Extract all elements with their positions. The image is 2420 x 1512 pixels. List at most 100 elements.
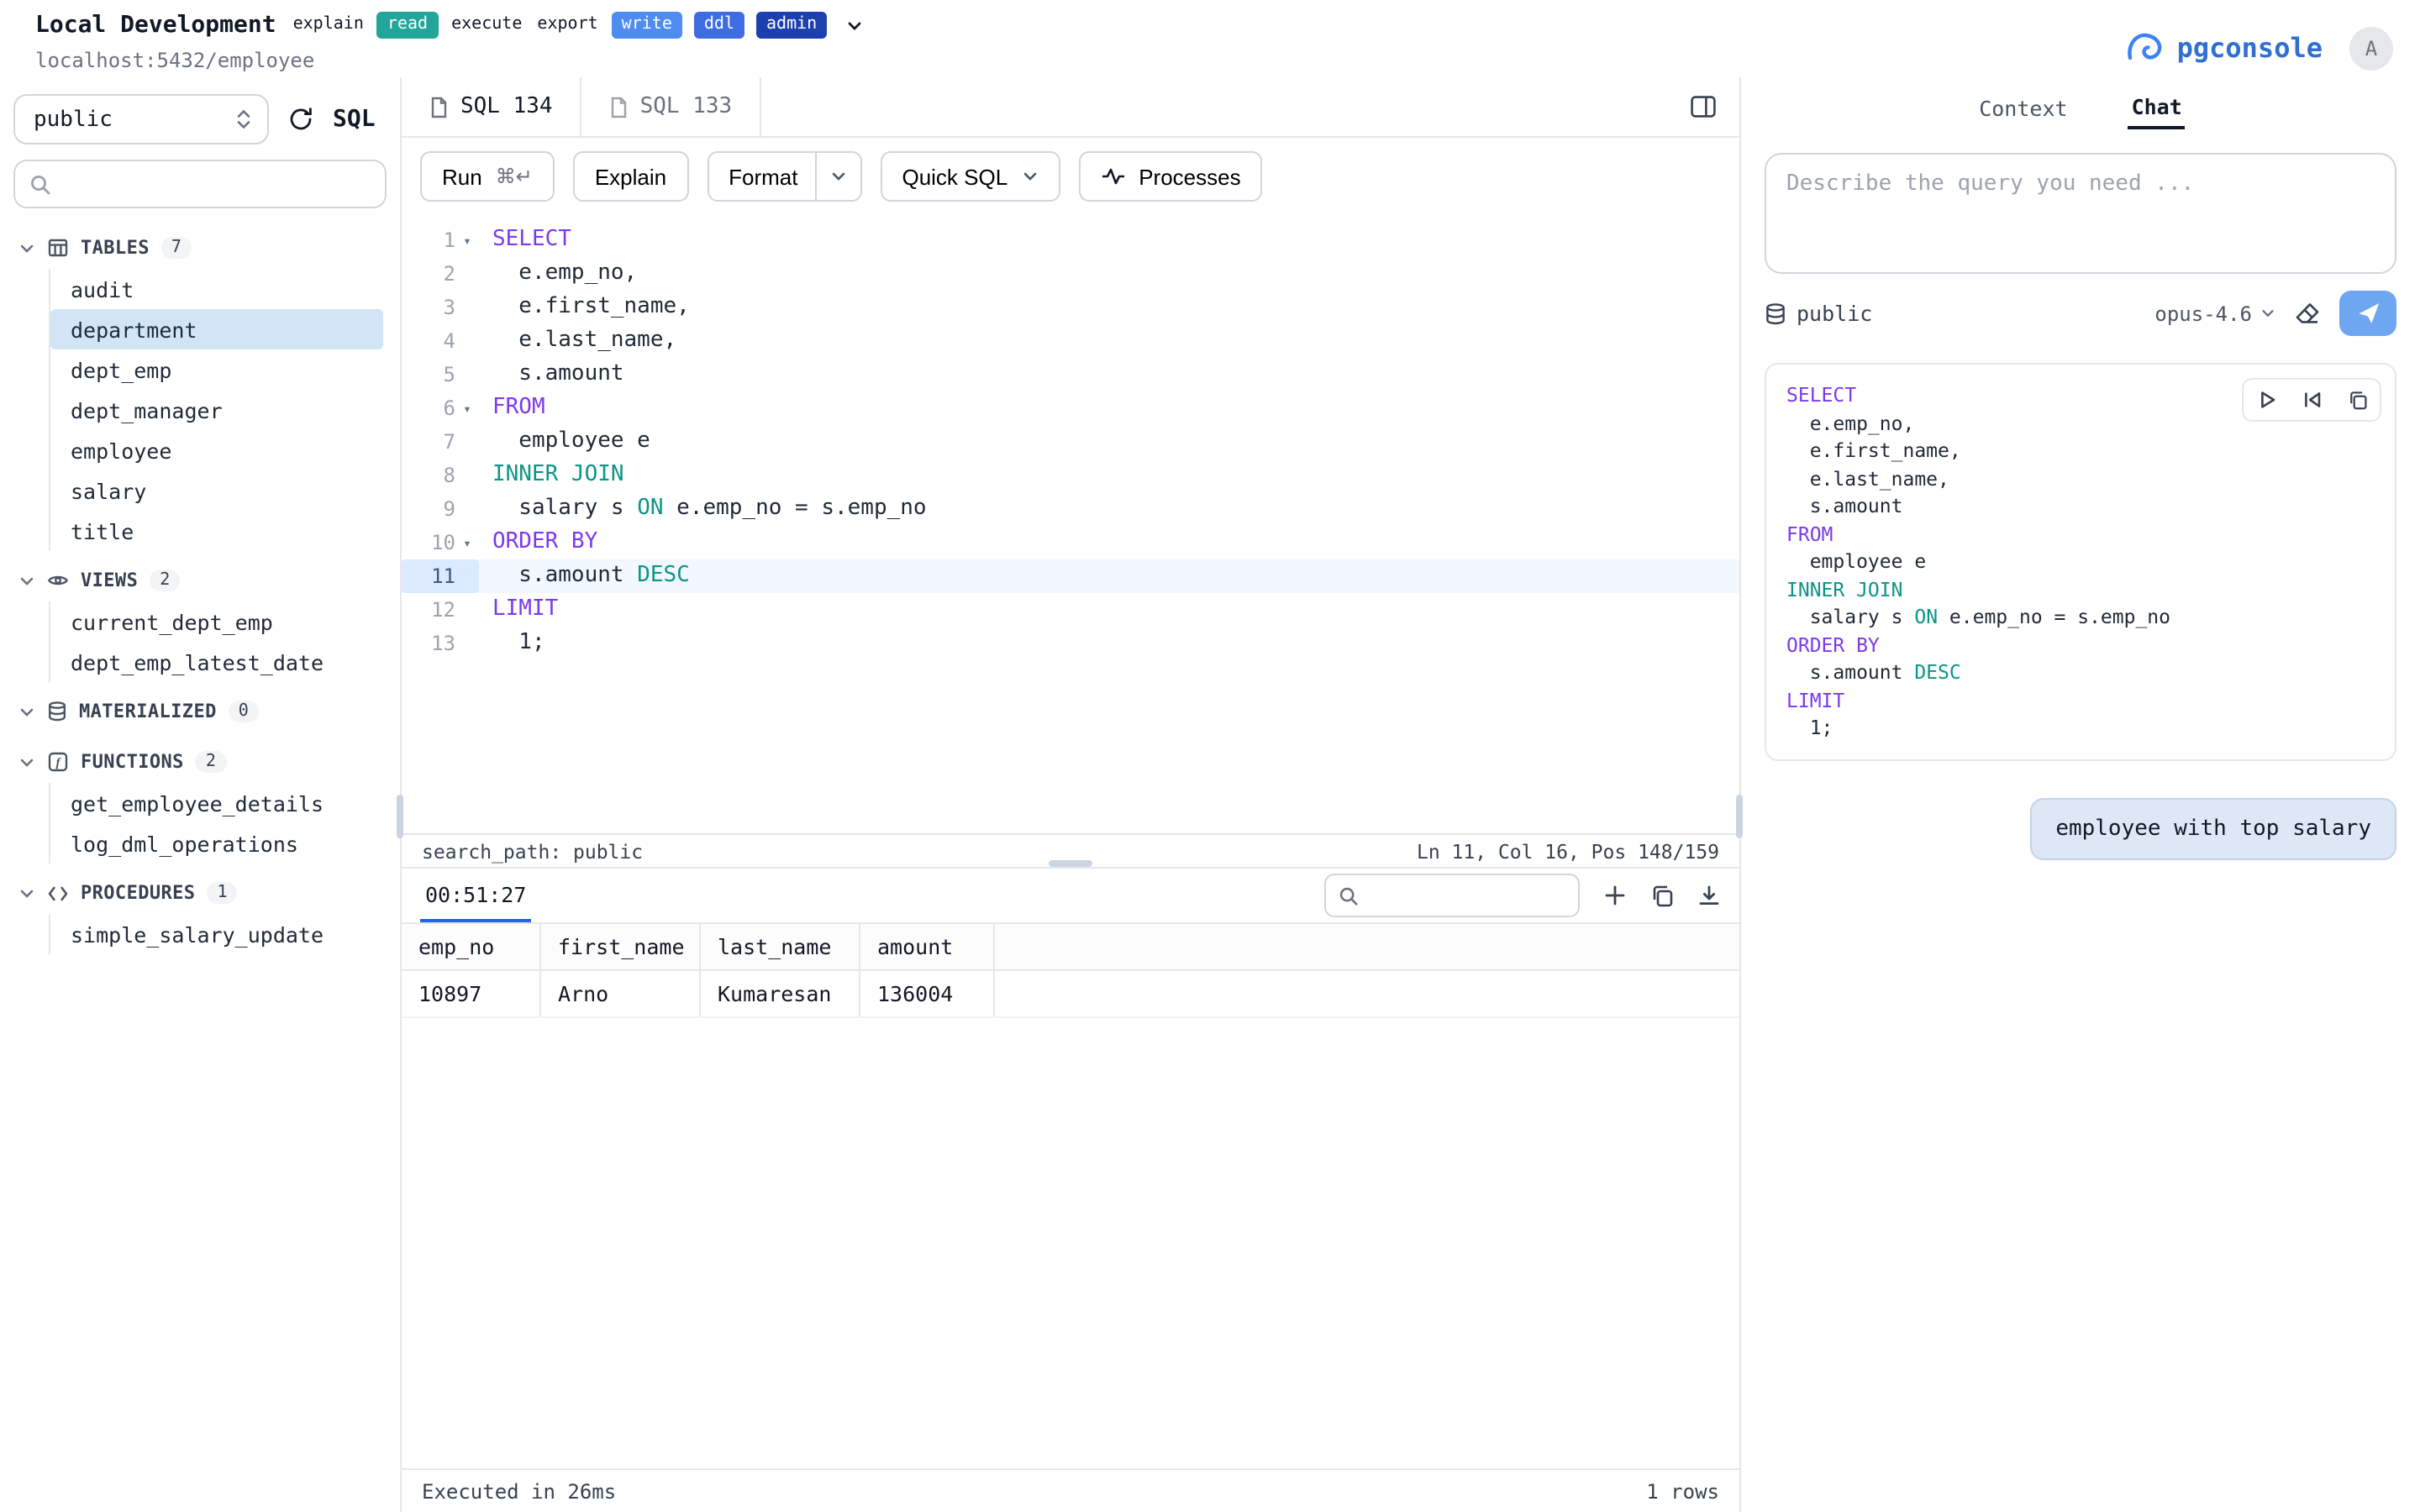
copy-code-icon[interactable] bbox=[2334, 380, 2380, 420]
copy-results-icon[interactable] bbox=[1650, 884, 1674, 907]
column-header-first_name[interactable]: first_name bbox=[541, 924, 701, 969]
line-number-3[interactable]: 3 bbox=[402, 291, 479, 324]
line-number-10[interactable]: 10▾ bbox=[402, 526, 479, 559]
assistant-tabs: Context Chat bbox=[1741, 77, 2420, 138]
tree-item-dept_emp[interactable]: dept_emp bbox=[50, 349, 383, 390]
results-search-input[interactable] bbox=[1368, 884, 1625, 907]
eraser-icon[interactable] bbox=[2294, 301, 2321, 326]
line-number-1[interactable]: 1▾ bbox=[402, 223, 479, 257]
tab-sql-133[interactable]: SQL 133 bbox=[581, 77, 761, 136]
code-line-13[interactable]: 1; bbox=[479, 627, 1739, 660]
code-line-7[interactable]: employee e bbox=[479, 425, 1739, 459]
permission-badge-admin: admin bbox=[756, 12, 827, 39]
line-number-11[interactable]: 11 bbox=[402, 559, 479, 593]
chat-code-line-8: INNER JOIN bbox=[1786, 575, 2375, 603]
code-line-11[interactable]: s.amount DESC bbox=[479, 559, 1739, 593]
quick-sql-button[interactable]: Quick SQL bbox=[880, 151, 1060, 202]
send-button[interactable] bbox=[2339, 291, 2396, 336]
sidebar-search-input[interactable] bbox=[62, 171, 371, 197]
chevron-down-icon[interactable] bbox=[814, 153, 860, 200]
chat-code-line-13: 1; bbox=[1786, 714, 2375, 742]
chevron-down-icon bbox=[18, 753, 35, 770]
table-row[interactable]: 10897ArnoKumaresan136004 bbox=[402, 971, 1739, 1018]
tree-section-materialized[interactable]: MATERIALIZED0 bbox=[13, 690, 387, 732]
fold-caret-icon[interactable]: ▾ bbox=[455, 535, 479, 550]
code-line-2[interactable]: e.emp_no, bbox=[479, 257, 1739, 291]
tree-item-simple_salary_update[interactable]: simple_salary_update bbox=[50, 914, 383, 954]
tree-section-views[interactable]: VIEWS2 bbox=[13, 559, 387, 601]
code-line-10[interactable]: ORDER BY bbox=[479, 526, 1739, 559]
function-icon: f bbox=[47, 751, 69, 773]
chevron-down-icon[interactable] bbox=[845, 16, 864, 34]
code-line-1[interactable]: SELECT bbox=[479, 223, 1739, 257]
tree-item-employee[interactable]: employee bbox=[50, 430, 383, 470]
insert-to-editor-icon[interactable] bbox=[2289, 380, 2334, 420]
search-icon bbox=[1338, 885, 1360, 906]
model-select[interactable]: opus-4.6 bbox=[2154, 302, 2275, 325]
explain-label: Explain bbox=[595, 164, 666, 189]
line-number-9[interactable]: 9 bbox=[402, 492, 479, 526]
line-number-7[interactable]: 7 bbox=[402, 425, 479, 459]
tree-item-dept_emp_latest_date[interactable]: dept_emp_latest_date bbox=[50, 642, 383, 682]
split-panel-icon[interactable] bbox=[1689, 92, 1718, 121]
sql-editor[interactable]: 1▾23456▾78910▾111213 SELECT e.emp_no, e.… bbox=[402, 215, 1739, 833]
line-number-6[interactable]: 6▾ bbox=[402, 391, 479, 425]
sql-mode-toggle[interactable]: SQL bbox=[333, 106, 376, 133]
tree-section-tables[interactable]: TABLES7 bbox=[13, 227, 387, 269]
panel-resize-handle[interactable] bbox=[1736, 795, 1743, 838]
schema-select[interactable]: public bbox=[13, 94, 269, 144]
chat-schema-context[interactable]: public bbox=[1765, 301, 1872, 326]
explain-button[interactable]: Explain bbox=[573, 151, 688, 202]
tree-item-salary[interactable]: salary bbox=[50, 470, 383, 511]
tree-section-procedures[interactable]: PROCEDURES1 bbox=[13, 872, 387, 914]
line-number-12[interactable]: 12 bbox=[402, 593, 479, 627]
format-button[interactable]: Format bbox=[707, 151, 861, 202]
sidebar-tree: TABLES7auditdepartmentdept_empdept_manag… bbox=[13, 227, 387, 954]
add-result-tab-icon[interactable] bbox=[1603, 884, 1627, 907]
code-line-6[interactable]: FROM bbox=[479, 391, 1739, 425]
tree-item-current_dept_emp[interactable]: current_dept_emp bbox=[50, 601, 383, 642]
chat-prompt-input[interactable] bbox=[1765, 153, 2396, 274]
tree-section-functions[interactable]: fFUNCTIONS2 bbox=[13, 741, 387, 783]
results-resize-handle[interactable] bbox=[1049, 860, 1092, 867]
line-number-5[interactable]: 5 bbox=[402, 358, 479, 391]
code-line-4[interactable]: e.last_name, bbox=[479, 324, 1739, 358]
code-line-12[interactable]: LIMIT bbox=[479, 593, 1739, 627]
tree-item-dept_manager[interactable]: dept_manager bbox=[50, 390, 383, 430]
refresh-icon[interactable] bbox=[287, 106, 314, 133]
avatar[interactable]: A bbox=[2349, 26, 2393, 70]
tree-item-department[interactable]: department bbox=[50, 309, 383, 349]
run-button[interactable]: Run ⌘↵ bbox=[420, 151, 555, 202]
fold-caret-icon[interactable]: ▾ bbox=[455, 401, 479, 416]
results-search[interactable] bbox=[1324, 874, 1580, 917]
line-number-4[interactable]: 4 bbox=[402, 324, 479, 358]
line-number-2[interactable]: 2 bbox=[402, 257, 479, 291]
tree-item-title[interactable]: title bbox=[50, 511, 383, 551]
code-line-9[interactable]: salary s ON e.emp_no = s.emp_no bbox=[479, 492, 1739, 526]
editor-code[interactable]: SELECT e.emp_no, e.first_name, e.last_na… bbox=[479, 215, 1739, 833]
tree-item-log_dml_operations[interactable]: log_dml_operations bbox=[50, 823, 383, 864]
results-toolbar: 00:51:27 bbox=[402, 867, 1739, 924]
line-number-13[interactable]: 13 bbox=[402, 627, 479, 660]
download-results-icon[interactable] bbox=[1697, 884, 1721, 907]
tree-item-audit[interactable]: audit bbox=[50, 269, 383, 309]
tab-sql-134[interactable]: SQL 134 bbox=[402, 77, 581, 136]
code-line-3[interactable]: e.first_name, bbox=[479, 291, 1739, 324]
column-header-emp_no[interactable]: emp_no bbox=[402, 924, 541, 969]
column-header-last_name[interactable]: last_name bbox=[701, 924, 860, 969]
model-name: opus-4.6 bbox=[2154, 302, 2252, 325]
sidebar-search[interactable] bbox=[13, 160, 387, 208]
run-code-icon[interactable] bbox=[2244, 380, 2289, 420]
tree-item-get_employee_details[interactable]: get_employee_details bbox=[50, 783, 383, 823]
result-timer-tab[interactable]: 00:51:27 bbox=[420, 869, 531, 922]
tab-context[interactable]: Context bbox=[1975, 88, 2070, 127]
assistant-panel: Context Chat public bbox=[1741, 77, 2420, 1512]
column-header-amount[interactable]: amount bbox=[860, 924, 995, 969]
line-number-8[interactable]: 8 bbox=[402, 459, 479, 492]
code-line-8[interactable]: INNER JOIN bbox=[479, 459, 1739, 492]
fold-caret-icon[interactable]: ▾ bbox=[455, 233, 479, 248]
code-line-5[interactable]: s.amount bbox=[479, 358, 1739, 391]
sidebar-resize-handle[interactable] bbox=[397, 795, 403, 838]
processes-button[interactable]: Processes bbox=[1078, 151, 1262, 202]
tab-chat[interactable]: Chat bbox=[2128, 87, 2186, 129]
